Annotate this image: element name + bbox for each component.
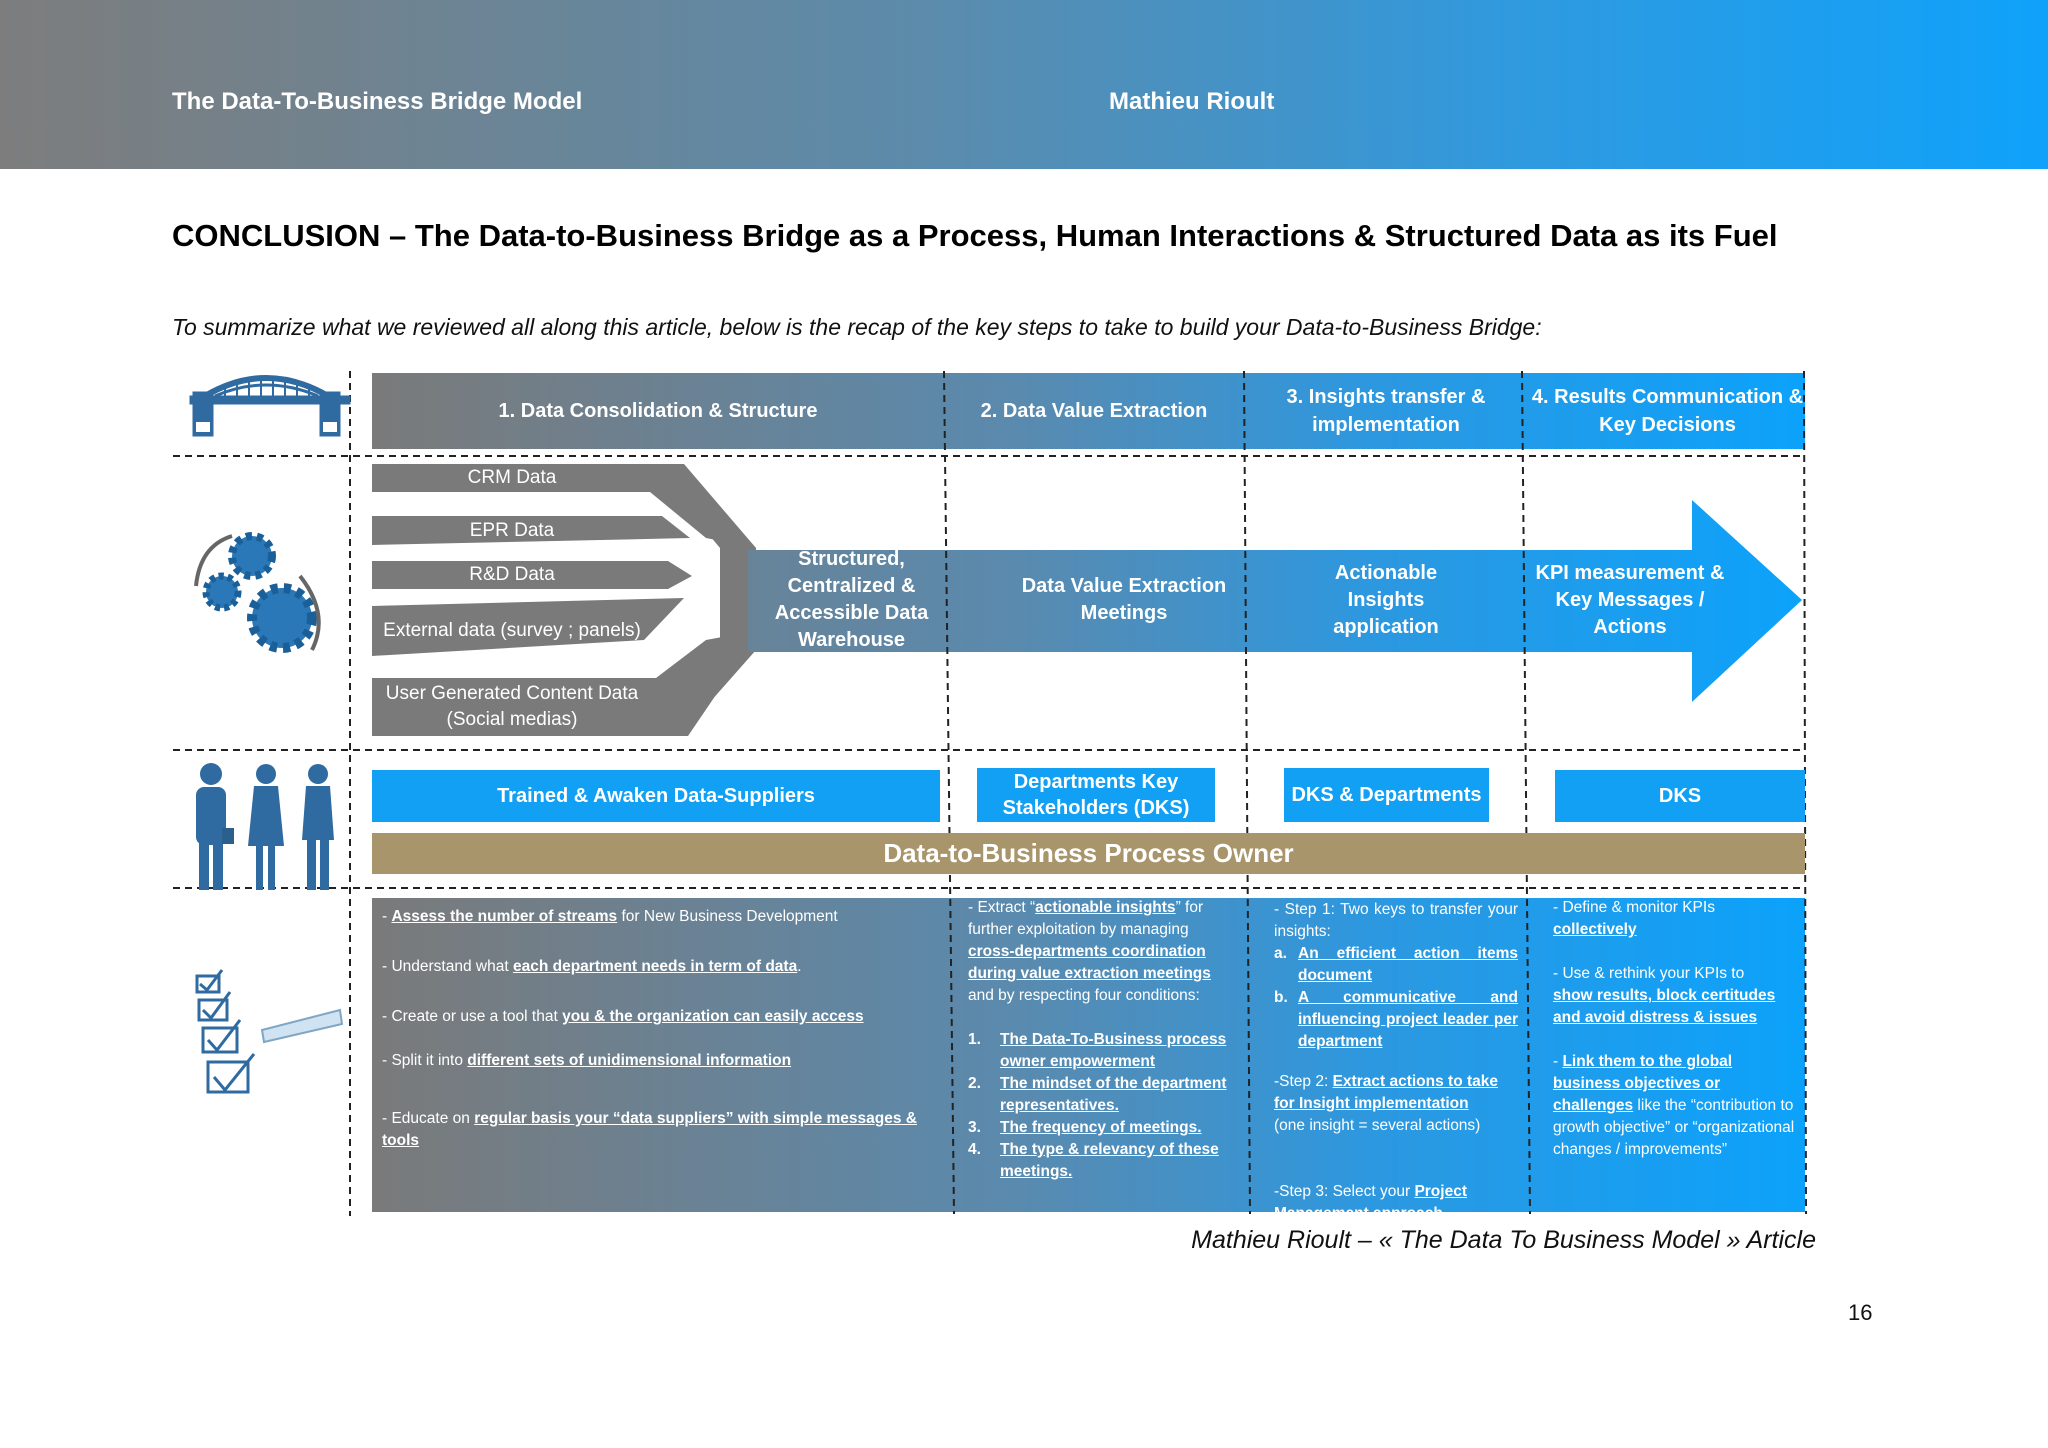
people-icon [196,763,334,890]
phase-header-1: 1. Data Consolidation & Structure [498,399,818,422]
source-rnd: R&D Data [469,564,555,586]
people-data-suppliers: Trained & Awaken Data-Suppliers [372,770,940,822]
flow-value-extraction: Data Value Extraction Meetings [1021,575,1227,624]
author-name: Mathieu Rioult [1109,88,1275,115]
note-line: -Step 2: Extract actions to take for Ins… [1274,1073,1498,1134]
notes-panel [372,898,1805,1212]
list-item: b.A communicative and influencing projec… [1274,989,1518,1050]
note-line: - Understand what each department needs … [382,958,802,975]
flow-warehouse: Structured, Centralized & Accessible Dat… [774,548,929,651]
keys-list: a.An efficient action items document b.A… [1274,943,1518,1053]
source-epr: EPR Data [469,519,555,541]
source-crm: CRM Data [467,467,557,489]
document-title: The Data-To-Business Bridge Model [172,88,583,115]
notes-col-2: - Extract “actionable insights” for furt… [968,897,1230,1183]
people-dks-final: DKS [1555,770,1805,822]
figure-caption: Mathieu Rioult – « The Data To Business … [1191,1226,1816,1254]
note-line: - Assess the number of streams for New B… [382,908,838,925]
list-item: a.An efficient action items document [1274,945,1518,984]
people-dks-departments: DKS & Departments [1284,768,1489,822]
note-line: - Step 1: Two keys to transfer your insi… [1274,901,1518,940]
note-line: -Step 3: Select your Project Management … [1274,1183,1467,1222]
source-external: External data (survey ; panels) [383,620,641,642]
phase-header-3: 3. Insights transfer & implementation [1286,386,1486,436]
grid-lines [173,370,1807,1216]
note-line: - Educate on regular basis your “data su… [382,1110,917,1149]
flow-insights: Actionable Insights application [1333,561,1439,638]
note-line: - Split it into different sets of unidim… [382,1052,792,1069]
source-ugc: User Generated Content Data (Social medi… [385,683,639,730]
phase-header-4: 4. Results Communication & Key Decisions [1531,386,1804,436]
intro-text: To summarize what we reviewed all along … [172,314,1542,340]
flow-arrow [748,500,1802,702]
note-line: - Create or use a tool that you & the or… [382,1008,864,1025]
conditions-list: 1.The Data-To-Business process owner emp… [968,1029,1230,1183]
note-line: - Extract “actionable insights” for furt… [968,899,1211,1004]
list-item: 1.The Data-To-Business process owner emp… [968,1031,1227,1070]
list-item: 3.The frequency of meetings. [968,1119,1202,1136]
people-dks: Departments Key Stakeholders (DKS) [977,768,1215,822]
phase-header-band [372,373,1805,449]
phase-header-2: 2. Data Value Extraction [980,399,1208,422]
gears-icon [194,532,321,653]
list-item: 4.The type & relevancy of these meetings… [968,1141,1219,1180]
note-line: - Link them to the global business objec… [1553,1053,1795,1158]
flow-kpi: KPI measurement & Key Messages / Actions [1535,561,1725,638]
notes-col-1: - Assess the number of streams for New B… [382,906,937,1152]
header-bar: The Data-To-Business Bridge Model Mathie… [0,0,2048,169]
notes-col-3: - Step 1: Two keys to transfer your insi… [1274,899,1518,1225]
list-item: 2.The mindset of the department represen… [968,1075,1227,1114]
data-source-funnel [372,464,760,736]
page-title: CONCLUSION – The Data-to-Business Bridge… [172,218,1778,253]
bridge-icon [189,375,351,437]
process-owner-bar: Data-to-Business Process Owner [372,833,1805,874]
page-number: 16 [1848,1300,1873,1325]
checklist-icon [195,969,344,1094]
